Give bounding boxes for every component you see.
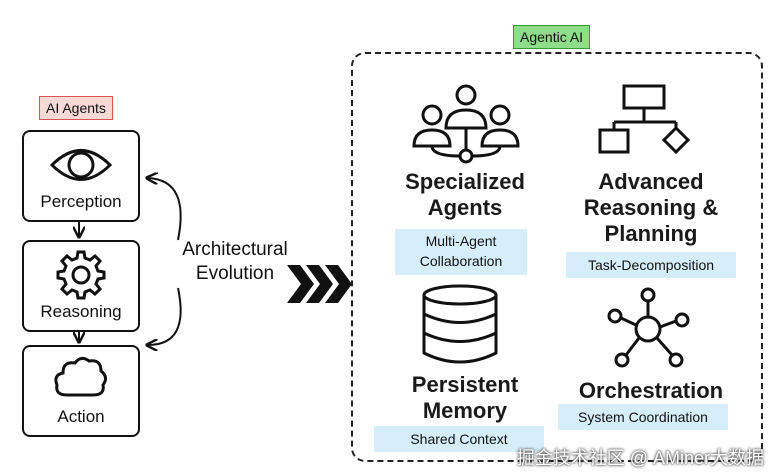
- gear-icon: [24, 248, 138, 307]
- network-icon: [607, 287, 690, 368]
- task-decomposition-chip: Task-Decomposition: [566, 252, 736, 278]
- advanced-title-2: Reasoning &: [583, 195, 719, 220]
- architectural-evolution-label: Architectural Evolution: [160, 238, 310, 286]
- orchestration-title: Orchestration: [578, 378, 724, 403]
- agentic-ai-tag: Agentic AI: [513, 25, 591, 49]
- curve-arrow-top: [148, 178, 182, 241]
- perception-box: Perception: [22, 130, 140, 222]
- evolution-line1: Architectural: [182, 239, 288, 260]
- perception-label: Perception: [40, 192, 122, 211]
- reasoning-label: Reasoning: [40, 302, 122, 321]
- ai-agents-tag: AI Agents: [39, 96, 113, 120]
- advanced-reasoning-title: Advanced Reasoning & Planning: [566, 169, 736, 247]
- memory-title-1: Persistent: [411, 372, 519, 397]
- curve-arrow-bottom: [148, 287, 182, 345]
- chip-line-2: Collaboration: [419, 253, 503, 269]
- shared-context-chip: Shared Context: [374, 426, 544, 452]
- advanced-title-1: Advanced: [598, 169, 704, 194]
- team-icon: [412, 84, 520, 164]
- action-box: Action: [22, 345, 140, 437]
- eye-icon: [24, 138, 138, 197]
- watermark: 掘金技术社区 @ AMiner大数据: [516, 448, 764, 468]
- cloud-icon: [24, 353, 138, 408]
- agentic-ai-panel: [351, 52, 763, 462]
- evolution-line2: Evolution: [195, 263, 275, 284]
- system-coordination-chip: System Coordination: [558, 404, 728, 430]
- hierarchy-icon: [598, 84, 691, 155]
- specialized-title-2: Agents: [427, 195, 503, 220]
- persistent-memory-title: Persistent Memory: [380, 372, 550, 424]
- chip-line-1: Multi-Agent: [425, 233, 497, 249]
- specialized-agents-title: Specialized Agents: [380, 169, 550, 221]
- action-label: Action: [57, 407, 105, 426]
- chevron-arrows-icon: [287, 265, 352, 303]
- memory-title-2: Memory: [422, 398, 508, 423]
- database-icon: [422, 284, 498, 364]
- multi-agent-chip: Multi-Agent Collaboration: [395, 229, 527, 275]
- reasoning-box: Reasoning: [22, 240, 140, 332]
- advanced-title-3: Planning: [604, 221, 698, 246]
- specialized-title-1: Specialized: [405, 169, 525, 194]
